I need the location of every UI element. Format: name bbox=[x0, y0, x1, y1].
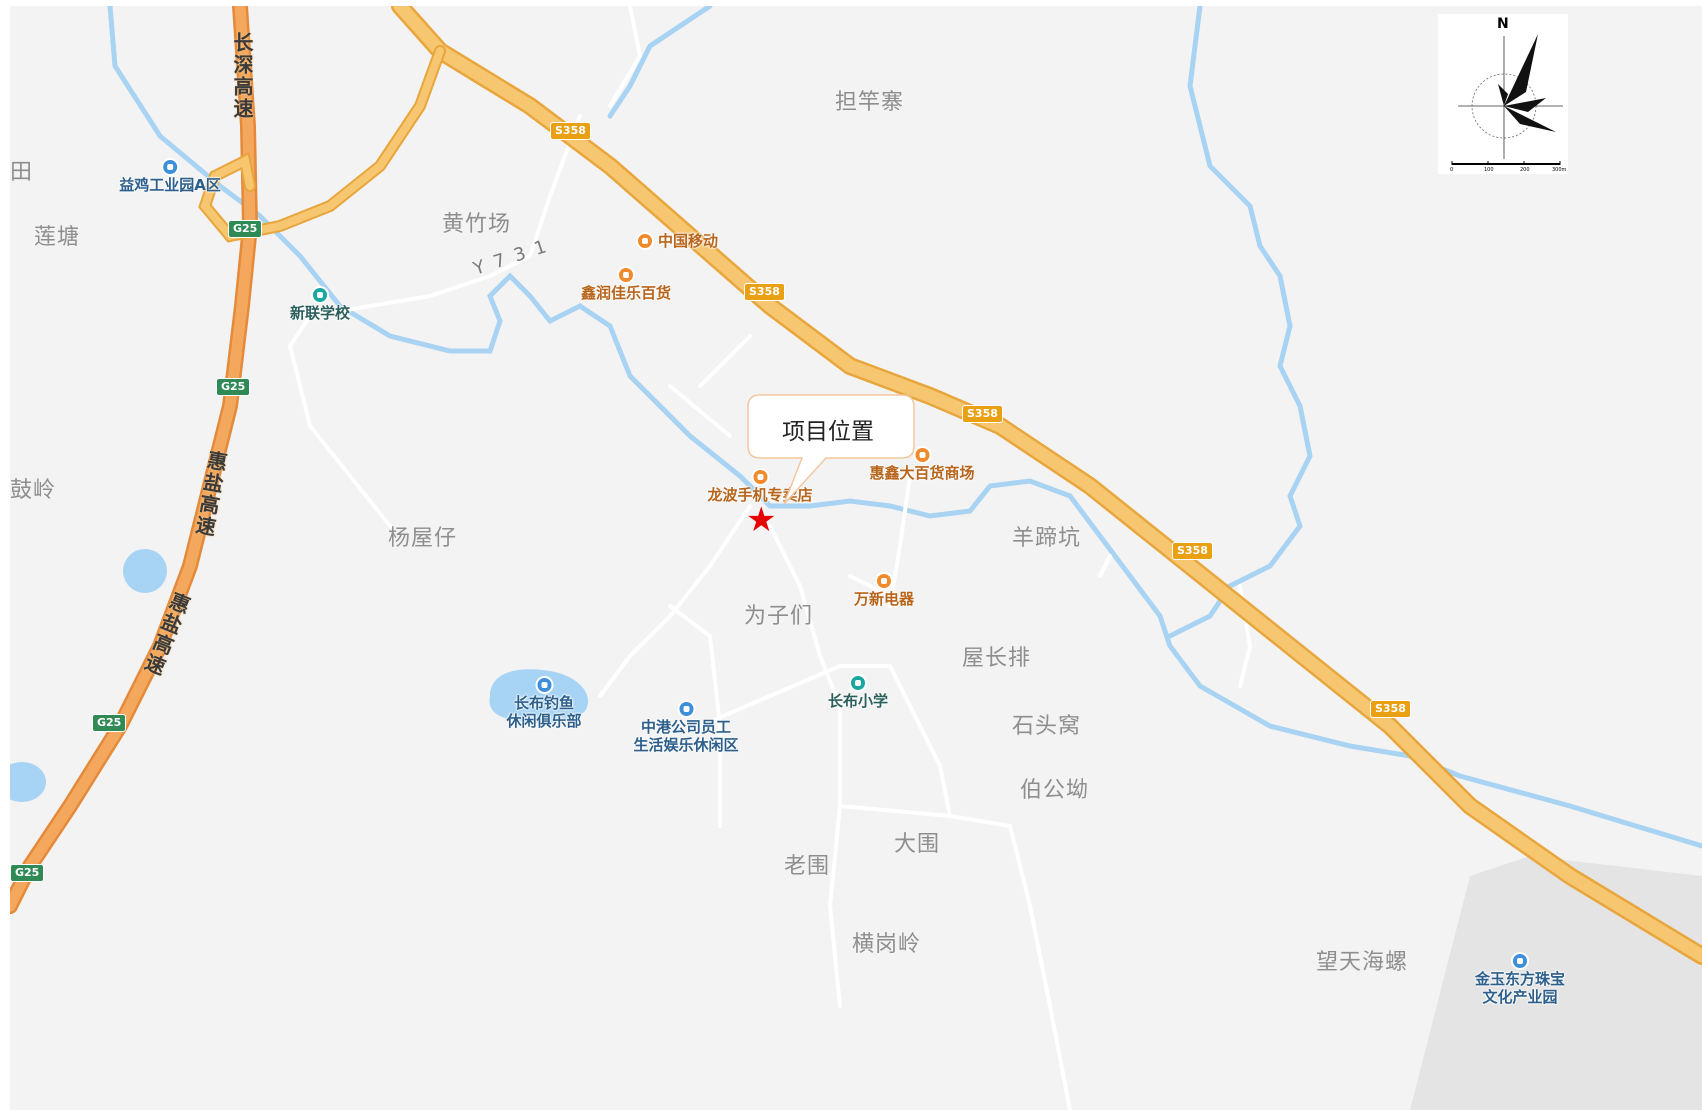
road-shield-g25: G25 bbox=[92, 714, 127, 732]
expressway bbox=[10, 6, 259, 914]
place-label-wuchangpai: 屋长排 bbox=[962, 646, 1032, 671]
poi-wanxin-electric[interactable]: 万新电器 bbox=[854, 572, 914, 608]
shop-icon bbox=[874, 572, 893, 590]
poi-jinyu-park[interactable]: 金玉东方珠宝 文化产业园 bbox=[1475, 952, 1565, 1006]
star-marker-icon[interactable]: ★ bbox=[746, 500, 777, 540]
place-label-tian: 田 bbox=[10, 160, 34, 185]
poi-xinrun-store[interactable]: 鑫润佳乐百货 bbox=[581, 266, 671, 302]
road-shield-s358: S358 bbox=[744, 283, 785, 301]
place-label-laowei: 老围 bbox=[784, 854, 831, 879]
poi-china-mobile[interactable]: 中国移动 bbox=[636, 232, 718, 250]
place-label-guling: 鼓岭 bbox=[10, 478, 57, 503]
road-shield-s358: S358 bbox=[1370, 700, 1411, 718]
road-shield-g25: G25 bbox=[228, 220, 263, 238]
poi-yiji-industrial[interactable]: 益鸡工业园A区 bbox=[119, 158, 221, 194]
place-label-henggangling: 横岗岭 bbox=[852, 932, 922, 957]
place-label-huangzhuchang: 黄竹场 bbox=[442, 212, 512, 237]
poi-changbu-fishing[interactable]: 长布钓鱼 休闲俱乐部 bbox=[506, 676, 582, 730]
minor-roads bbox=[288, 6, 1253, 1110]
scale-tick-label: 0 bbox=[1450, 167, 1454, 173]
shop-icon bbox=[636, 232, 654, 250]
north-label: N bbox=[1497, 16, 1509, 32]
shop-icon bbox=[912, 446, 931, 464]
road-shield-g25: G25 bbox=[10, 864, 45, 882]
place-label-weizimen: 为子们 bbox=[744, 604, 814, 629]
lake bbox=[489, 669, 589, 724]
leisure-icon bbox=[676, 700, 695, 718]
place-label-dawei: 大围 bbox=[894, 832, 941, 857]
school-icon bbox=[848, 674, 867, 692]
shop-icon bbox=[750, 468, 769, 486]
road-shield-s358: S358 bbox=[962, 405, 1003, 423]
place-label-yangtikeng: 羊蹄坑 bbox=[1012, 526, 1082, 551]
place-label-danganzhai: 担竿寨 bbox=[835, 90, 905, 115]
map-canvas[interactable]: 担竿寨 黄竹场 莲塘 田 鼓岭 杨屋仔 为子们 羊蹄坑 屋长排 石头窝 伯公坳 … bbox=[10, 6, 1702, 1110]
compass-rose: N 0 100 200 300m bbox=[1438, 14, 1568, 174]
place-label-yangwuzai: 杨屋仔 bbox=[388, 526, 458, 551]
project-location-label: 项目位置 bbox=[782, 419, 874, 445]
leisure-icon bbox=[534, 676, 553, 694]
pond bbox=[123, 549, 167, 593]
place-label-shitouwo: 石头窝 bbox=[1012, 714, 1082, 739]
poi-huixin-mall[interactable]: 惠鑫大百货商场 bbox=[869, 446, 975, 482]
highway-name-changshen: 长深高速 bbox=[230, 32, 254, 120]
location-pin-icon bbox=[1510, 952, 1529, 970]
scale-tick-label: 200 bbox=[1520, 167, 1530, 173]
wind-rose-icon bbox=[1451, 34, 1563, 165]
poi-changbu-school[interactable]: 长布小学 bbox=[828, 674, 888, 710]
scale-tick-label: 100 bbox=[1484, 167, 1494, 173]
scale-tick-label: 300m bbox=[1552, 167, 1567, 173]
school-icon bbox=[310, 286, 329, 304]
callout-bubble bbox=[747, 394, 915, 505]
road-shield-s358: S358 bbox=[550, 122, 591, 140]
pond bbox=[10, 762, 46, 802]
place-label-wangtianhailuo: 望天海螺 bbox=[1316, 950, 1409, 975]
place-label-bogongao: 伯公坳 bbox=[1020, 778, 1090, 803]
rivers bbox=[107, 6, 1702, 849]
shop-icon bbox=[616, 266, 635, 284]
poi-zhonggang-leisure[interactable]: 中港公司员工 生活娱乐休闲区 bbox=[633, 700, 739, 754]
poi-xinlian-school[interactable]: 新联学校 bbox=[290, 286, 350, 322]
location-pin-icon bbox=[161, 158, 179, 176]
project-callout: 项目位置 bbox=[746, 394, 926, 524]
road-shield-s358: S358 bbox=[1172, 542, 1213, 560]
place-label-liantang: 莲塘 bbox=[34, 225, 81, 250]
road-shield-g25: G25 bbox=[216, 378, 251, 396]
